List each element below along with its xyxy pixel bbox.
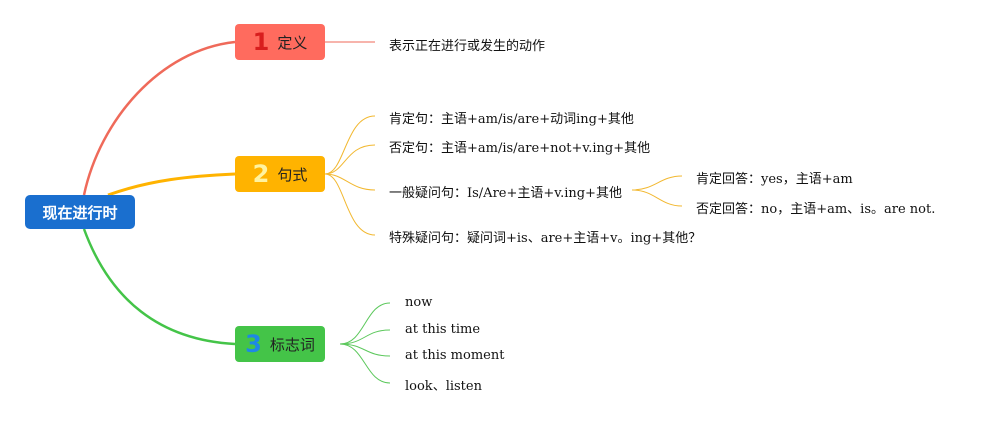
number-2-icon: 2 <box>252 160 270 188</box>
leaf-signal-now[interactable]: now <box>405 295 433 310</box>
branch-sentence-patterns[interactable]: 2 句式 <box>235 156 325 192</box>
connector-branch2-leaf1 <box>324 115 376 175</box>
connector-q-answer1 <box>631 175 683 191</box>
branch-label: 句式 <box>277 165 308 184</box>
connector-branch2-leaf2 <box>324 144 376 175</box>
connector-branch2-leaf4 <box>324 173 376 236</box>
number-1-icon: 1 <box>252 28 270 56</box>
leaf-signal-at-this-moment[interactable]: at this moment <box>405 348 505 363</box>
leaf-definition[interactable]: 表示正在进行或发生的动作 <box>389 39 546 54</box>
leaf-signal-look-listen[interactable]: look、listen <box>405 379 482 394</box>
leaf-negative[interactable]: 否定句：主语+am/is/are+not+v.ing+其他 <box>389 141 651 156</box>
leaf-yes-no-question[interactable]: 一般疑问句：Is/Are+主语+v.ing+其他 <box>389 186 622 201</box>
leaf-wh-question[interactable]: 特殊疑问句：疑问词+is、are+主语+v。ing+其他？ <box>389 231 702 246</box>
leaf-negative-answer[interactable]: 否定回答：no，主语+am、is。are not. <box>696 202 936 217</box>
connector-branch2-leaf3 <box>324 173 376 191</box>
branch-label: 定义 <box>277 33 308 52</box>
leaf-affirmative[interactable]: 肯定句：主语+am/is/are+动词ing+其他 <box>389 112 634 127</box>
branch-definition[interactable]: 1 定义 <box>235 24 325 60</box>
connector-branch3-leaf4 <box>339 343 391 384</box>
connector-root-branch1 <box>82 40 236 196</box>
connector-q-answer2 <box>631 189 683 207</box>
leaf-signal-at-this-time[interactable]: at this time <box>405 322 481 337</box>
root-node[interactable]: 现在进行时 <box>25 195 135 229</box>
connector-root-branch3 <box>82 228 236 346</box>
number-3-icon: 3 <box>245 330 262 358</box>
root-label: 现在进行时 <box>42 203 118 222</box>
leaf-affirmative-answer[interactable]: 肯定回答：yes，主语+am <box>696 172 853 187</box>
connector-branch3-leaf1 <box>339 302 391 345</box>
connector-branch3-leaf2 <box>339 329 391 345</box>
branch-label: 标志词 <box>269 335 315 354</box>
connector-root-branch2 <box>107 172 236 197</box>
branch-signal-words[interactable]: 3 标志词 <box>235 326 325 362</box>
